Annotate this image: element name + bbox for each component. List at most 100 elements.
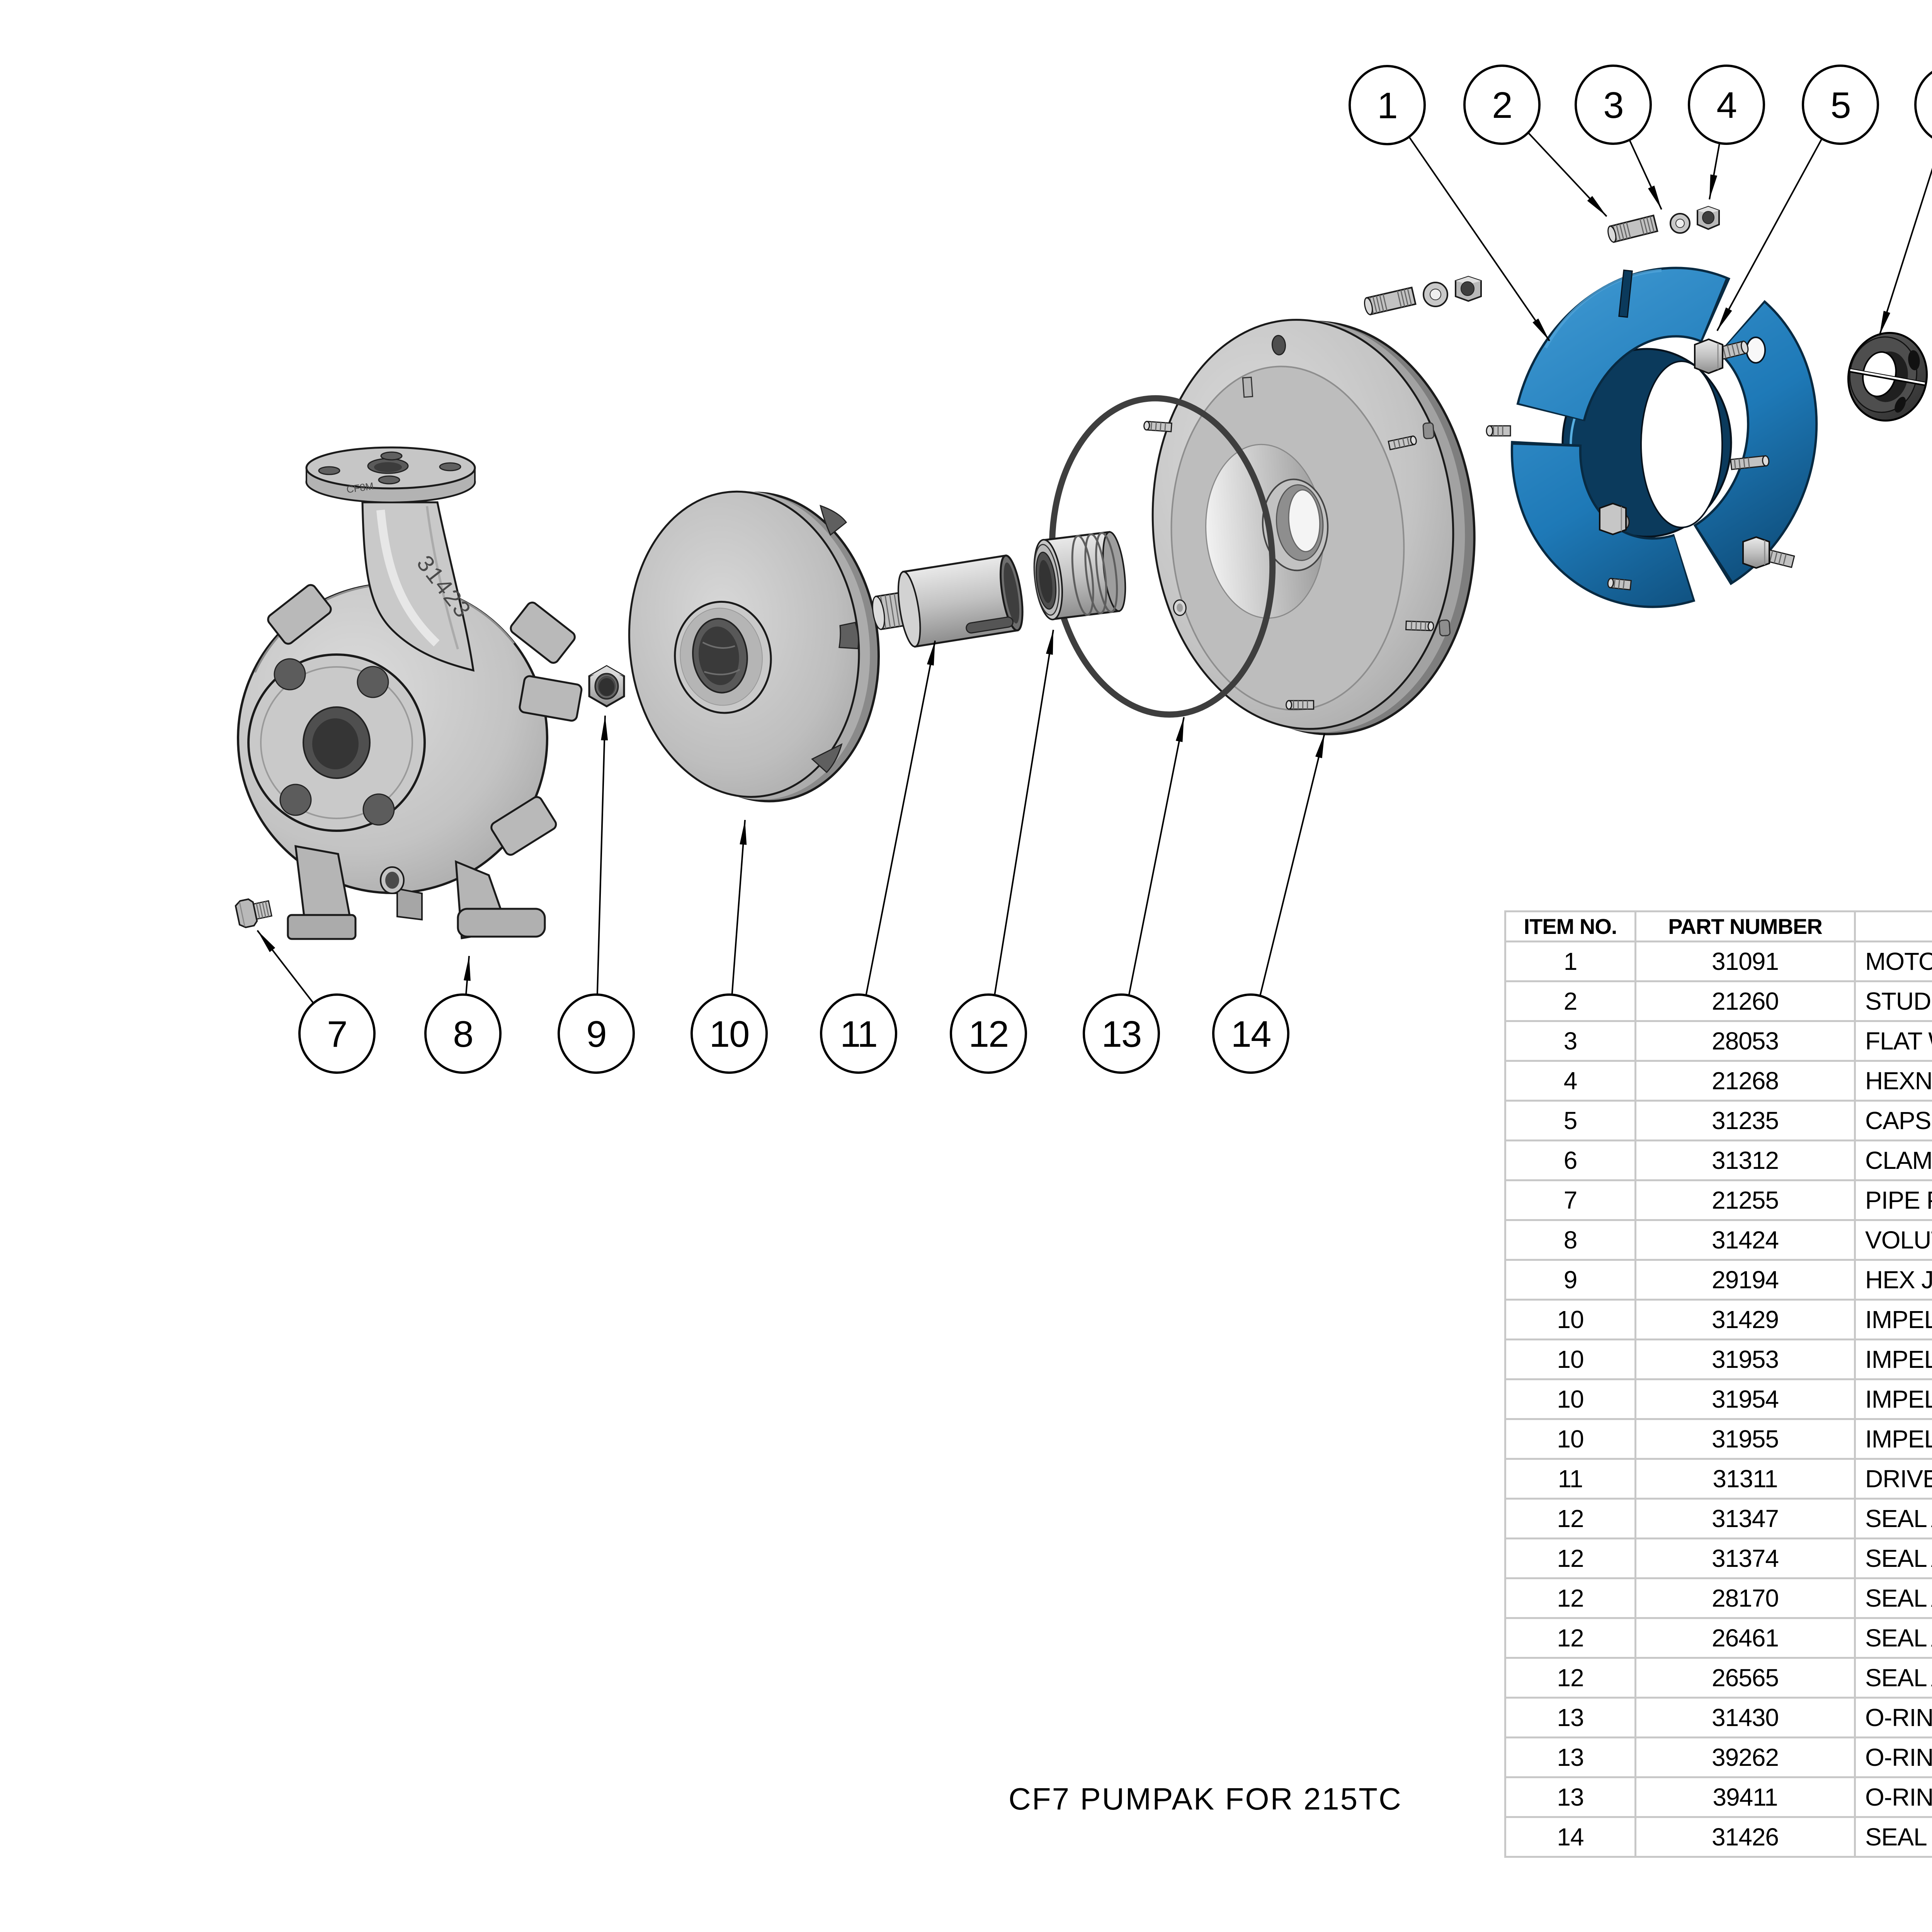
balloon-10: 10 bbox=[690, 993, 768, 1074]
leader-1 bbox=[1386, 104, 1550, 342]
bom-cell-description: SEAL HOUSING bbox=[1854, 1816, 1932, 1858]
part-hexnut bbox=[1455, 276, 1482, 302]
bom-cell-description: MOTOR ADAPTOR bbox=[1854, 940, 1932, 982]
balloon-5: 5 bbox=[1802, 65, 1879, 145]
bom-cell-part-number: 31426 bbox=[1634, 1816, 1856, 1858]
bom-cell-part-number: 31954 bbox=[1634, 1378, 1856, 1420]
svg-text:9: 9 bbox=[586, 1014, 606, 1055]
bom-cell-part-number: 31311 bbox=[1634, 1458, 1856, 1500]
svg-text:7: 7 bbox=[327, 1014, 347, 1055]
part-seal-housing bbox=[1143, 319, 1476, 735]
balloon-14: 14 bbox=[1212, 993, 1289, 1074]
bom-cell-item: 13 bbox=[1504, 1736, 1636, 1778]
svg-text:12: 12 bbox=[969, 1014, 1009, 1055]
bom-cell-part-number: 31430 bbox=[1634, 1697, 1856, 1738]
svg-text:11: 11 bbox=[840, 1014, 877, 1055]
leader-14 bbox=[1250, 733, 1325, 1034]
bom-cell-item: 10 bbox=[1504, 1378, 1636, 1420]
bom-cell-part-number: 28170 bbox=[1634, 1577, 1856, 1619]
part-impeller bbox=[628, 490, 880, 803]
bom-cell-part-number: 31374 bbox=[1634, 1537, 1856, 1579]
part-hex-jam-nut bbox=[588, 665, 625, 707]
bom-cell-item: 6 bbox=[1504, 1139, 1636, 1181]
bom-cell-description: STUD 3/8-16X1.32 bbox=[1854, 980, 1932, 1022]
svg-text:8: 8 bbox=[453, 1014, 473, 1055]
bom-table: ITEM NO. PART NUMBER DESCRIPTION MATERIA… bbox=[1504, 910, 1932, 1858]
bom-row: 421268HEXNUT 3/8-16304 SS10 bbox=[1504, 1060, 1932, 1102]
bom-cell-item: 10 bbox=[1504, 1338, 1636, 1380]
balloon-4: 4 bbox=[1688, 65, 1765, 145]
bom-row: 1031429IMPELLER Ø7.95CF8M SS1 bbox=[1504, 1299, 1932, 1340]
bom-cell-part-number: 31955 bbox=[1634, 1418, 1856, 1460]
bom-cell-item: 13 bbox=[1504, 1776, 1636, 1818]
bom-cell-item: 13 bbox=[1504, 1697, 1636, 1738]
bom-header-part-number: PART NUMBER bbox=[1634, 910, 1856, 942]
bom-cell-description: IMPELLER Ø6.50 bbox=[1854, 1418, 1932, 1460]
part-drive-sleeve bbox=[872, 554, 1024, 648]
part-clamp bbox=[1847, 332, 1928, 422]
bom-cell-part-number: 31347 bbox=[1634, 1498, 1856, 1539]
bom-cell-item: 12 bbox=[1504, 1498, 1636, 1539]
bom-cell-item: 4 bbox=[1504, 1060, 1636, 1102]
bom-row: 131091MOTOR ADAPTORCAST IRON1 bbox=[1504, 940, 1932, 982]
svg-text:2: 2 bbox=[1492, 85, 1512, 126]
bom-cell-part-number: 21255 bbox=[1634, 1179, 1856, 1221]
bom-cell-description: IMPELLER Ø7.50 bbox=[1854, 1338, 1932, 1380]
part-stud bbox=[1364, 286, 1417, 316]
bom-cell-item: 8 bbox=[1504, 1219, 1636, 1261]
balloon-3: 3 bbox=[1575, 65, 1652, 145]
bom-row: 631312CLAMPSTEEL1 bbox=[1504, 1139, 1932, 1181]
bom-header-item: ITEM NO. bbox=[1504, 910, 1636, 942]
drawing-title: CF7 PUMPAK FOR 215TC bbox=[1009, 1782, 1402, 1816]
balloon-12: 12 bbox=[950, 993, 1027, 1074]
bom-cell-item: 12 bbox=[1504, 1657, 1636, 1699]
bom-cell-description: SEAL ASSEMBLY 1.5" bbox=[1854, 1617, 1932, 1659]
bom-cell-part-number: 21260 bbox=[1634, 980, 1856, 1022]
part-capscrews bbox=[1486, 338, 1795, 590]
part-flat-washer bbox=[1670, 213, 1690, 234]
bom-cell-item: 12 bbox=[1504, 1577, 1636, 1619]
bom-cell-part-number: 31312 bbox=[1634, 1139, 1856, 1181]
bom-cell-description: O-RING AS-568-265 bbox=[1854, 1776, 1932, 1818]
leader-9 bbox=[595, 715, 608, 1034]
bom-cell-item: 10 bbox=[1504, 1299, 1636, 1340]
svg-text:14: 14 bbox=[1231, 1014, 1271, 1055]
bom-cell-description: O-RING AS-568-265 bbox=[1854, 1736, 1932, 1778]
svg-text:13: 13 bbox=[1102, 1014, 1141, 1055]
part-volute: CF8M 31423 bbox=[237, 446, 583, 940]
bom-cell-description: PIPE PLUG 1/8" NPT bbox=[1854, 1179, 1932, 1221]
bom-cell-description: DRIVE SLEEVE bbox=[1854, 1458, 1932, 1500]
bom-cell-item: 2 bbox=[1504, 980, 1636, 1022]
bom-header-row: ITEM NO. PART NUMBER DESCRIPTION MATERIA… bbox=[1504, 910, 1932, 942]
svg-text:3: 3 bbox=[1603, 85, 1623, 126]
balloon-13: 13 bbox=[1083, 993, 1160, 1074]
leader-5 bbox=[1716, 104, 1841, 331]
balloon-9: 9 bbox=[558, 993, 635, 1074]
leader-lines bbox=[257, 104, 1932, 1034]
bom-cell-description: FLAT WASHER bbox=[1854, 1020, 1932, 1062]
bom-cell-part-number: 26565 bbox=[1634, 1657, 1856, 1699]
svg-text:10: 10 bbox=[709, 1014, 749, 1055]
bom-cell-part-number: 21268 bbox=[1634, 1060, 1856, 1102]
part-pipe-plug bbox=[235, 898, 272, 929]
bom-cell-description: HEXNUT 3/8-16 bbox=[1854, 1060, 1932, 1102]
svg-text:4: 4 bbox=[1716, 85, 1736, 126]
bom-cell-description: SEAL ASSEMBLY 1.5" bbox=[1854, 1537, 1932, 1579]
callout-balloons: 1 2 3 4 5 6 7 8 9 10 11 12 13 14 bbox=[298, 65, 1932, 1074]
balloon-1: 1 bbox=[1349, 65, 1426, 145]
bom-row: 831424VOLUTECF8M SS1 bbox=[1504, 1219, 1932, 1261]
leader-6 bbox=[1879, 168, 1932, 336]
bom-row: 531235CAPSCREW 1/2-13X3/4304 SS4 bbox=[1504, 1100, 1932, 1141]
bom-row: 1031954IMPELLER Ø6.75CF8M SS1 bbox=[1504, 1378, 1932, 1420]
bom-cell-part-number: 31429 bbox=[1634, 1299, 1856, 1340]
